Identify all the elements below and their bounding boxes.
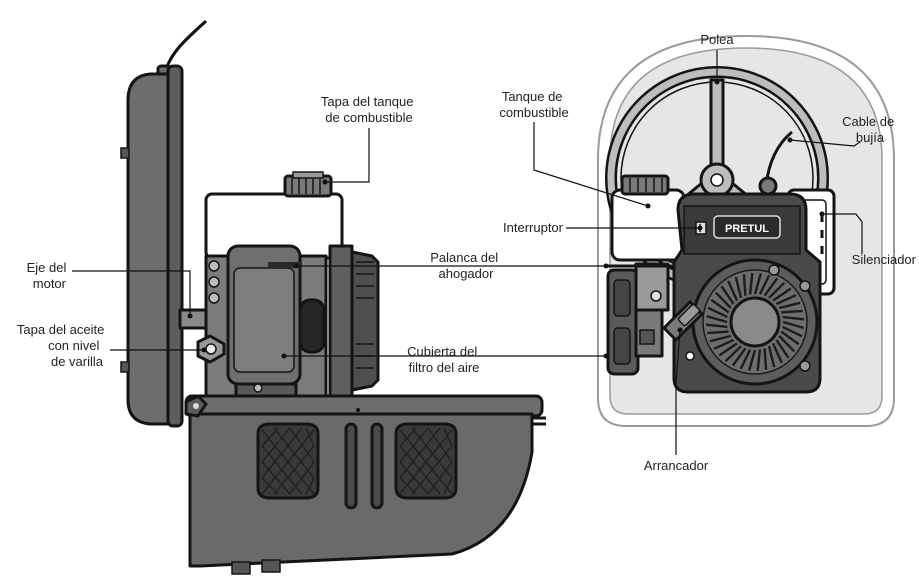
vent-slot [734,276,743,299]
vent-slot [747,349,757,371]
vent-slot [753,273,763,295]
vent-slot [707,306,728,319]
label-eje-motor: Eje del motor [27,260,70,291]
vent-slot [720,285,735,305]
label-filtro-aire: Cubierta del filtro del aire [407,344,481,375]
label-tapa-aceite: Tapa del aceite con nivel de varilla [17,322,108,369]
vent-slot [758,274,771,295]
vent-slot [763,348,768,370]
vent-slot [748,272,754,295]
vent-slot [756,349,762,372]
vent-slot [771,342,783,364]
vent-slot [705,323,728,329]
vent-slot [775,294,797,306]
vent-slot [778,335,796,353]
vent-slot [775,339,790,359]
label-arrancador: Arrancador [644,458,709,473]
starter-vent-slots [705,272,805,372]
vent-slot [739,349,752,370]
label-polea: Polea [700,32,734,47]
vent-slot [731,347,747,367]
vent-slot [778,301,801,310]
label-silenciador: Silenciador [852,252,917,267]
label-cable-bujia: Cable de bujía [842,114,898,145]
vent-slot [782,320,804,330]
label-palanca-ahogador: Palanca del ahogador [430,250,502,281]
brand-badge: PRETUL [725,223,769,235]
side-view-engine [120,20,546,575]
leader-lines [72,50,863,455]
vent-slot [706,314,728,324]
vent-slot [707,330,729,335]
part-labels: Polea Tanque de combustible Tapa del tan… [17,32,917,473]
vent-slot [772,287,792,302]
vent-slot [782,315,805,321]
vent-slot [742,274,747,296]
label-interruptor: Interruptor [503,220,564,235]
vent-slot [724,345,742,363]
vent-slot [780,330,800,346]
vent-slot [782,325,803,338]
vent-slot [709,334,732,343]
vent-slot [718,342,738,357]
vent-slot [767,345,776,368]
vent-slot [710,298,730,314]
vent-slot [768,281,786,299]
label-tapa-tanque: Tapa del tanque de combustible [321,94,417,125]
vent-slot [781,309,803,314]
vent-slot [714,291,732,309]
front-view-engine: PRETUL [597,34,895,427]
vent-slot [713,338,735,350]
label-tanque-combustible: Tanque de combustible [499,89,568,120]
vent-slot [763,277,779,297]
vent-slot [727,280,739,302]
